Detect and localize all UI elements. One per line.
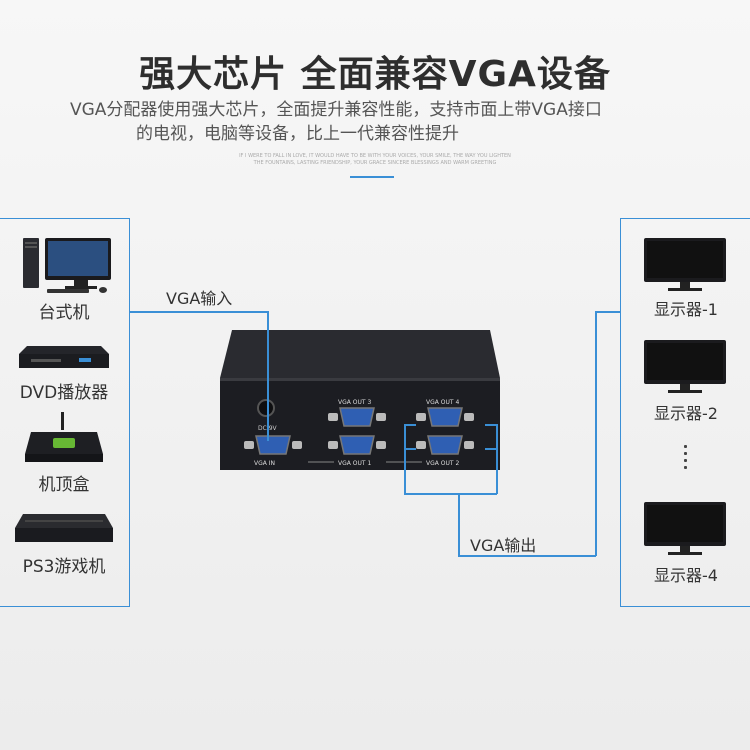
game-console-icon: [15, 514, 113, 542]
source-label: PS3游戏机: [22, 557, 106, 577]
vga-splitter-device: DC 9V VGA IN VGA OUT 3 VGA OUT 4 VGA OUT…: [220, 330, 500, 470]
page-title: 强大芯片 全面兼容VGA设备: [139, 54, 611, 95]
output-tick-out4: [485, 424, 497, 426]
output-trunk-vertical: [458, 494, 460, 556]
set-top-box-icon: [25, 412, 103, 462]
subtitle-line-1: VGA分配器使用强大芯片，全面提升兼容性能，支持市面上带VGA接口: [70, 100, 602, 120]
vga-in-label: VGA IN: [254, 460, 275, 467]
vga-out4-label: VGA OUT 4: [426, 399, 459, 406]
vga-out3-port: VGA OUT 3: [328, 399, 386, 427]
output-tick-out3: [404, 424, 416, 426]
title-underline: [350, 176, 394, 178]
vga-in-port: VGA IN: [244, 435, 302, 467]
output-line-bottom: [404, 493, 497, 495]
vga-out3-label: VGA OUT 3: [338, 399, 371, 406]
input-line-vertical: [267, 311, 269, 441]
desktop-computer-icon: [23, 238, 111, 293]
display-2: 显示器-2: [622, 338, 750, 424]
vga-out1-label: VGA OUT 1: [338, 460, 371, 467]
output-connection-label: VGA输出: [470, 536, 537, 555]
monitor-icon: [644, 340, 726, 393]
display-1: 显示器-1: [622, 236, 750, 320]
vga-out2-label: VGA OUT 2: [426, 460, 459, 467]
more-displays-ellipsis: [684, 445, 688, 473]
output-line-left-vertical: [404, 424, 406, 494]
output-trunk-horizontal: [458, 555, 596, 557]
source-devices-panel: [0, 218, 130, 607]
output-line-to-panel: [595, 311, 621, 313]
source-dvd: DVD播放器: [0, 338, 128, 403]
output-tick-out2: [485, 448, 497, 450]
vga-out4-port: VGA OUT 4: [416, 399, 474, 427]
source-label: 台式机: [38, 303, 90, 323]
vga-out2-port: VGA OUT 2: [416, 435, 474, 467]
source-settop: 机顶盒: [0, 410, 128, 495]
source-desktop: 台式机: [0, 232, 128, 323]
input-line-horizontal: [130, 311, 268, 313]
source-ps3: PS3游戏机: [0, 508, 128, 577]
display-label: 显示器-1: [654, 300, 718, 319]
input-connection-label: VGA输入: [166, 289, 233, 308]
monitor-icon: [644, 238, 726, 291]
dvd-player-icon: [19, 346, 109, 368]
display-label: 显示器-4: [654, 566, 718, 585]
source-label: 机顶盒: [38, 475, 90, 495]
output-line-right-vertical: [496, 424, 498, 494]
page-subtitle: VGA分配器使用强大芯片，全面提升兼容性能，支持市面上带VGA接口 的电视，电脑…: [70, 98, 690, 146]
fine-print-line-1: IF I WERE TO FALL IN LOVE, IT WOULD HAVE…: [239, 153, 511, 159]
fine-print: IF I WERE TO FALL IN LOVE, IT WOULD HAVE…: [200, 153, 550, 167]
output-riser: [595, 311, 597, 556]
display-label: 显示器-2: [654, 404, 718, 423]
display-4: 显示器-4: [622, 500, 750, 586]
vga-out1-port: VGA OUT 1: [328, 435, 386, 467]
output-tick-out1: [404, 448, 416, 450]
source-label: DVD播放器: [19, 383, 109, 403]
monitor-icon: [644, 502, 726, 555]
subtitle-line-2: 的电视，电脑等设备，比上一代兼容性提升: [136, 124, 459, 144]
display-devices-panel: [620, 218, 750, 607]
fine-print-line-2: THE FOUNTAINS, LASTING FRIENDSHIP, YOUR …: [253, 160, 497, 166]
